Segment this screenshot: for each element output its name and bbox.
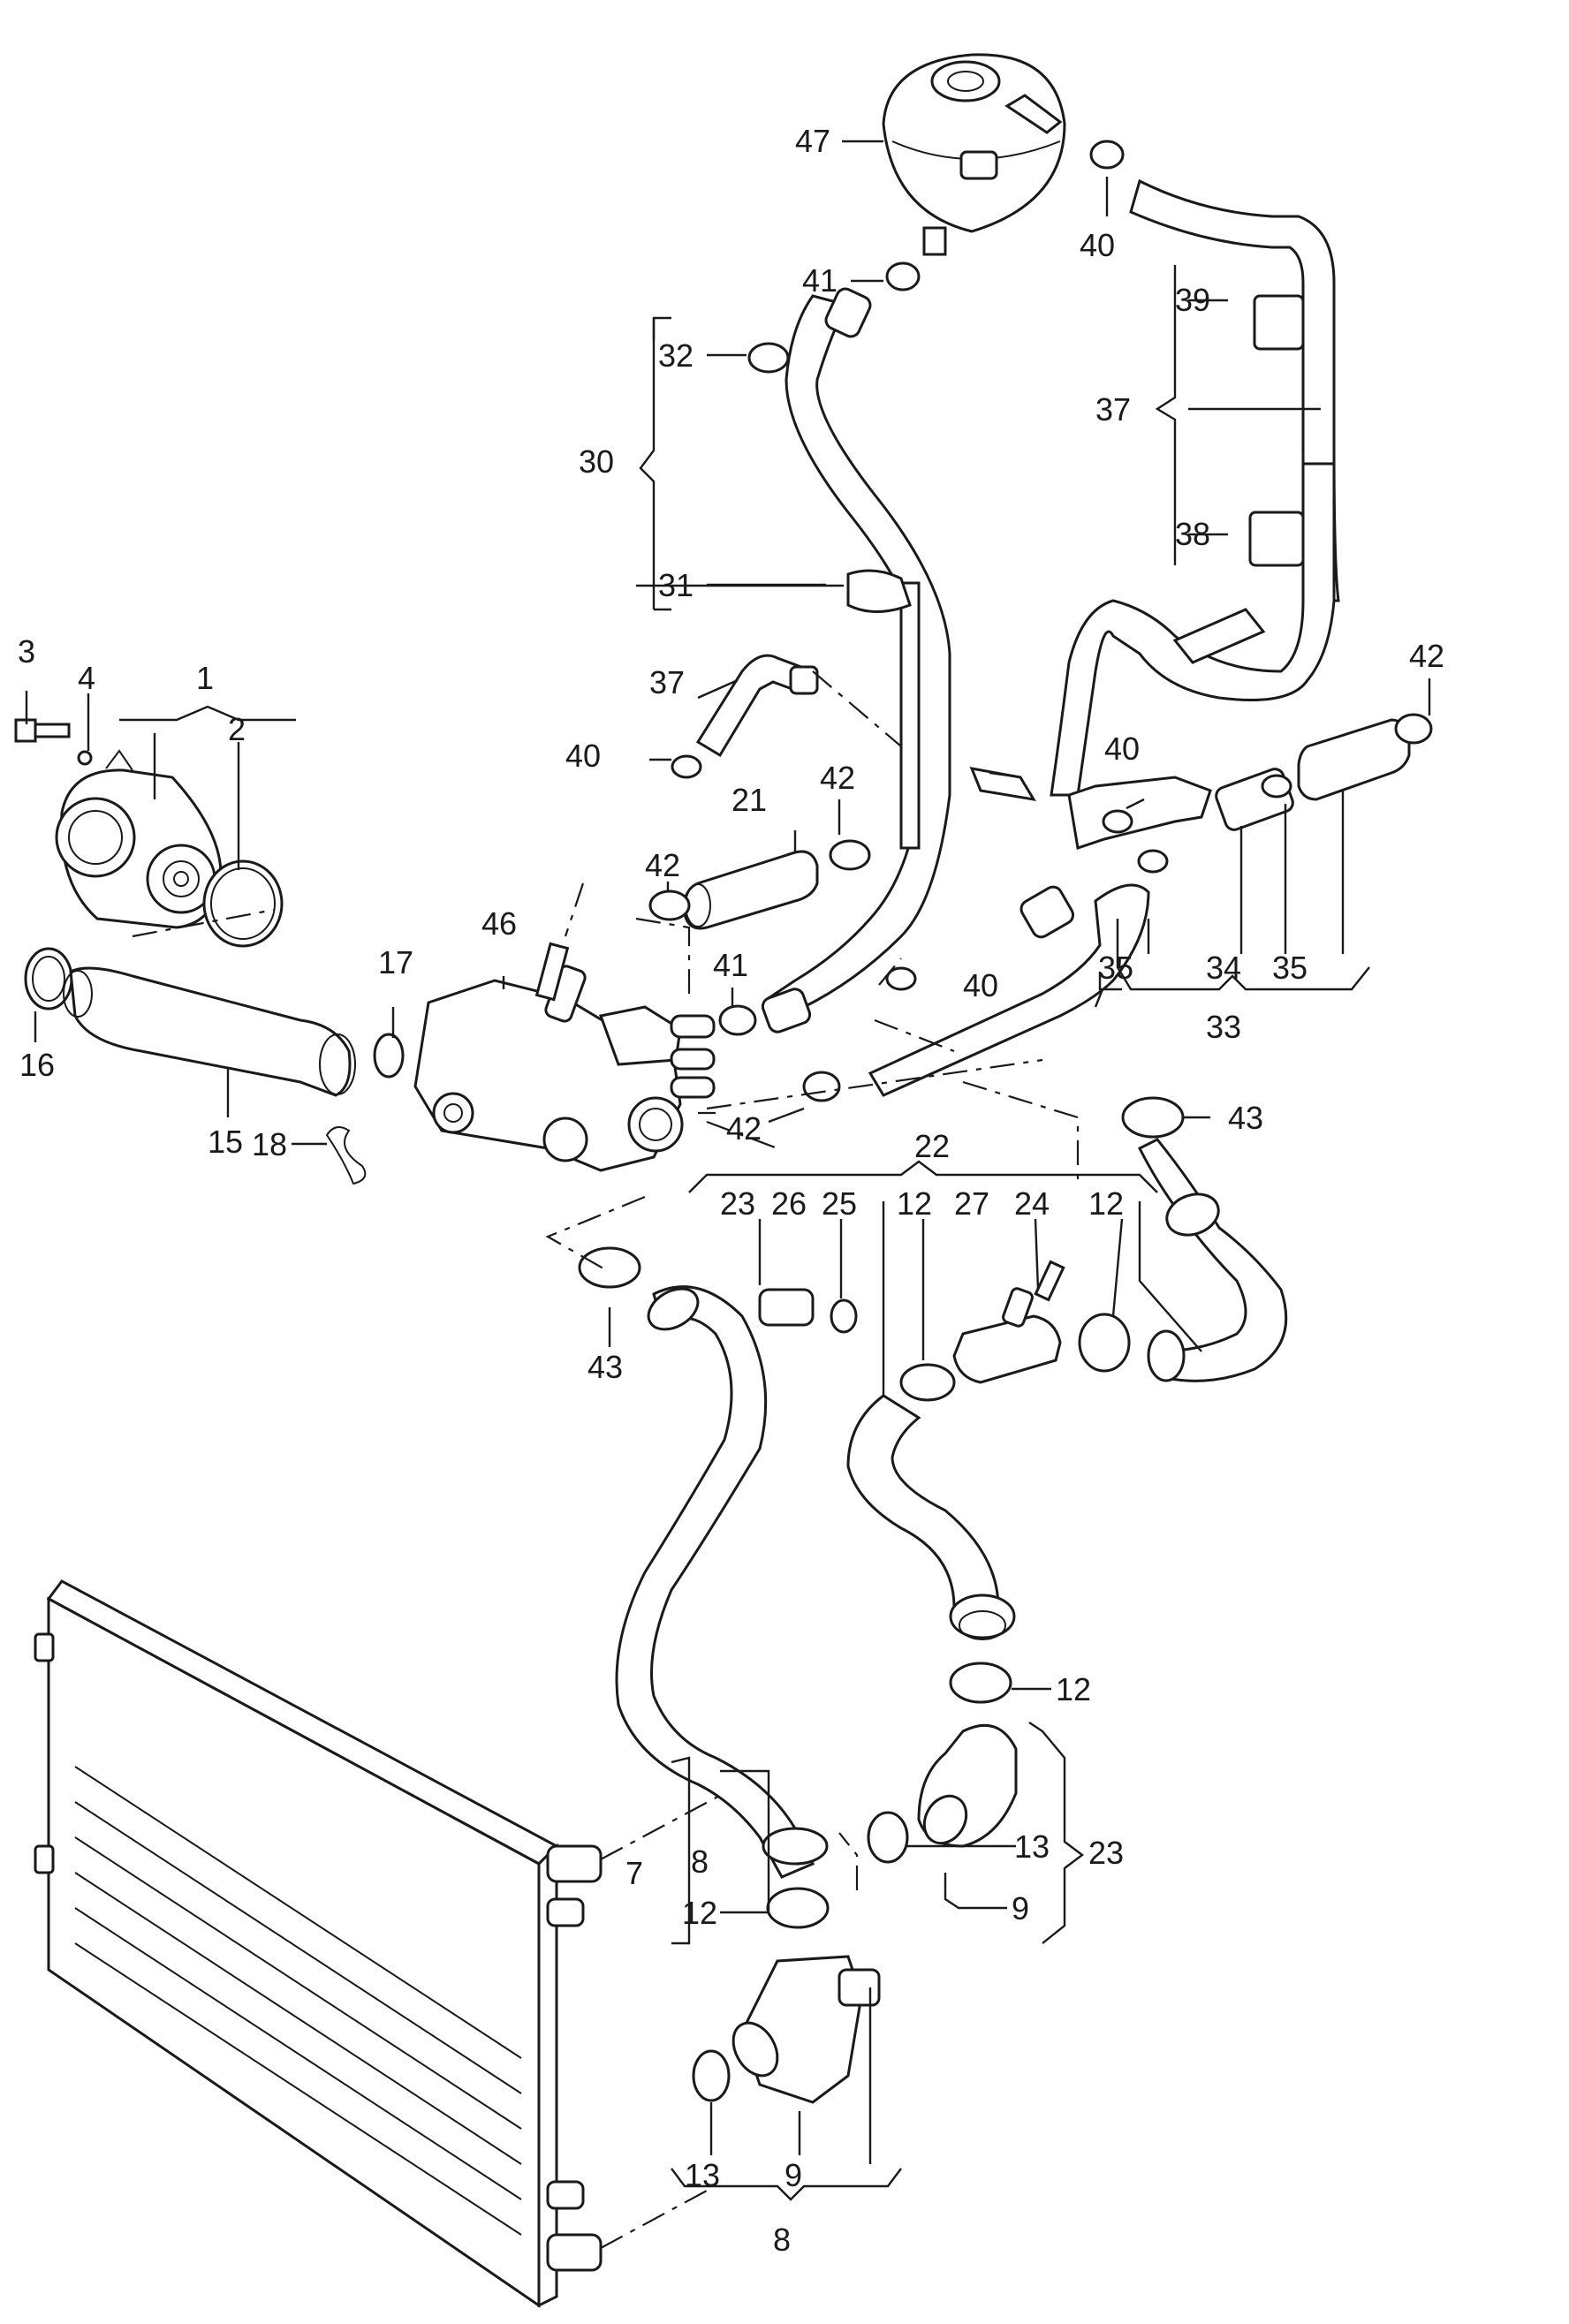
callout-label: 25	[822, 1185, 857, 1222]
washer	[77, 750, 93, 766]
callout-label: 43	[587, 1349, 623, 1385]
callout-label: 26	[771, 1185, 807, 1222]
coolant-hose-lower-left	[615, 1285, 815, 1879]
callout-label: 40	[1104, 731, 1140, 767]
callout-label: 1	[196, 660, 214, 696]
callout-label: 21	[731, 782, 767, 818]
hose-clamp	[578, 140, 1433, 1929]
coolant-distribution-housing	[413, 942, 716, 1172]
callout-label: 39	[1175, 282, 1210, 318]
callout-label: 42	[645, 847, 680, 883]
bolt	[14, 718, 71, 743]
callout-label: 27	[954, 1185, 989, 1222]
callout-label: 47	[795, 123, 830, 159]
o-ring-13b	[692, 2049, 731, 2102]
coolant-hose-37-lower	[695, 654, 815, 758]
o-ring-25	[830, 1298, 858, 1334]
callout-label: 40	[963, 967, 998, 1003]
callout-label: 15	[208, 1124, 243, 1160]
lower-t-piece	[692, 1955, 881, 2104]
callout-label: 35	[1098, 950, 1133, 986]
water-pump-assembly	[14, 718, 284, 948]
callout-label: 24	[1014, 1185, 1050, 1222]
temperature-switch	[1248, 294, 1305, 567]
callout-label: 23	[720, 1185, 755, 1222]
callout-label: 13	[685, 2157, 720, 2193]
callout-label: 18	[252, 1126, 287, 1162]
radiator	[34, 1579, 603, 2308]
leader-lines	[25, 140, 1431, 2201]
callout-label: 31	[658, 567, 694, 603]
callout-label: 16	[19, 1047, 55, 1083]
coolant-hose-21	[683, 850, 819, 930]
callout-label: 12	[1088, 1185, 1124, 1222]
o-ring-17	[373, 1033, 405, 1079]
t-piece-connector	[952, 1260, 1065, 1384]
callout-label: 22	[914, 1128, 950, 1164]
callout-label: 38	[1175, 516, 1210, 552]
callout-label: 30	[579, 443, 614, 480]
assembly-connection-lines	[132, 670, 1080, 2249]
callout-label: 33	[1206, 1009, 1241, 1045]
callout-label: 3	[18, 633, 35, 670]
callout-label: 34	[1206, 950, 1241, 986]
callout-label: 46	[481, 905, 517, 942]
callout-label: 41	[802, 262, 838, 299]
callout-label: 42	[726, 1110, 762, 1147]
coolant-pipe	[69, 966, 352, 1097]
callout-label: 35	[1272, 950, 1308, 986]
callout-label: 12	[897, 1185, 932, 1222]
callout-labels: 47 40 41 32 30 31 39 37 38 42 3 4 1 2 37…	[18, 123, 1444, 2258]
callout-label: 40	[1080, 227, 1115, 263]
coolant-expansion-tank	[882, 53, 1066, 256]
o-ring-pump	[202, 859, 284, 948]
callout-label: 43	[1228, 1100, 1263, 1136]
callout-label: 7	[625, 1855, 643, 1891]
callout-label: 2	[228, 711, 246, 747]
callout-label: 42	[820, 760, 855, 796]
callout-label: 37	[649, 664, 685, 700]
callout-label: 37	[1095, 391, 1131, 428]
callout-label: 9	[1012, 1890, 1029, 1927]
callout-label: 42	[1409, 638, 1444, 674]
o-ring-13a	[867, 1811, 909, 1864]
coolant-hose-23	[846, 1394, 1000, 1618]
callout-label: 8	[691, 1843, 709, 1880]
callout-label: 12	[1056, 1671, 1091, 1707]
callout-label: 12	[682, 1895, 717, 1931]
callout-label: 41	[713, 947, 748, 983]
coolant-hose-30	[767, 294, 951, 1027]
plug-connector	[758, 1288, 815, 1327]
callout-label: 4	[78, 660, 95, 696]
callout-label: 9	[784, 2157, 802, 2193]
callout-label: 32	[658, 337, 694, 374]
callout-label: 13	[1014, 1828, 1050, 1865]
callout-label: 17	[378, 944, 413, 980]
retaining-clip	[325, 1126, 367, 1185]
callout-label: 23	[1088, 1835, 1124, 1871]
callout-label: 8	[773, 2222, 791, 2258]
callout-label: 40	[565, 738, 601, 774]
